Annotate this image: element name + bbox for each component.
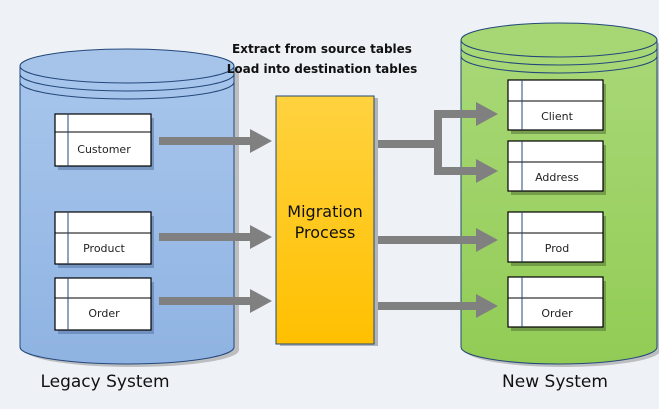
legacy-table-order: Order <box>54 277 154 334</box>
table-label: Order <box>88 307 120 320</box>
new-table-address: Address <box>507 140 606 195</box>
arrow-product-to-process <box>159 225 272 249</box>
arrow-process-to-prod <box>378 228 498 252</box>
new-table-client: Client <box>507 79 606 134</box>
process-label-line2: Process <box>295 223 356 242</box>
arrow-customer-to-process <box>159 129 272 153</box>
process-label-line1: Migration <box>287 202 362 221</box>
table-label: Product <box>83 242 125 255</box>
legacy-table-customer: Customer <box>54 113 154 170</box>
new-system-label: New System <box>502 372 608 392</box>
arrow-process-to-client-address <box>378 102 498 183</box>
legacy-table-product: Product <box>54 211 154 268</box>
table-label: Customer <box>77 143 131 156</box>
arrow-order-to-process <box>159 289 272 313</box>
table-label: Order <box>541 307 573 320</box>
table-label: Address <box>535 171 579 184</box>
table-label: Prod <box>545 242 569 255</box>
new-table-prod: Prod <box>507 211 606 266</box>
caption-extract: Extract from source tables <box>232 42 412 56</box>
arrow-process-to-order <box>378 294 498 318</box>
migration-process-box: Migration Process <box>275 95 378 346</box>
table-label: Client <box>541 110 574 123</box>
arrows-in <box>159 129 272 313</box>
legacy-system-label: Legacy System <box>40 372 169 392</box>
arrows-out <box>378 102 498 318</box>
caption-load: Load into destination tables <box>227 62 418 76</box>
new-table-order: Order <box>507 276 606 331</box>
